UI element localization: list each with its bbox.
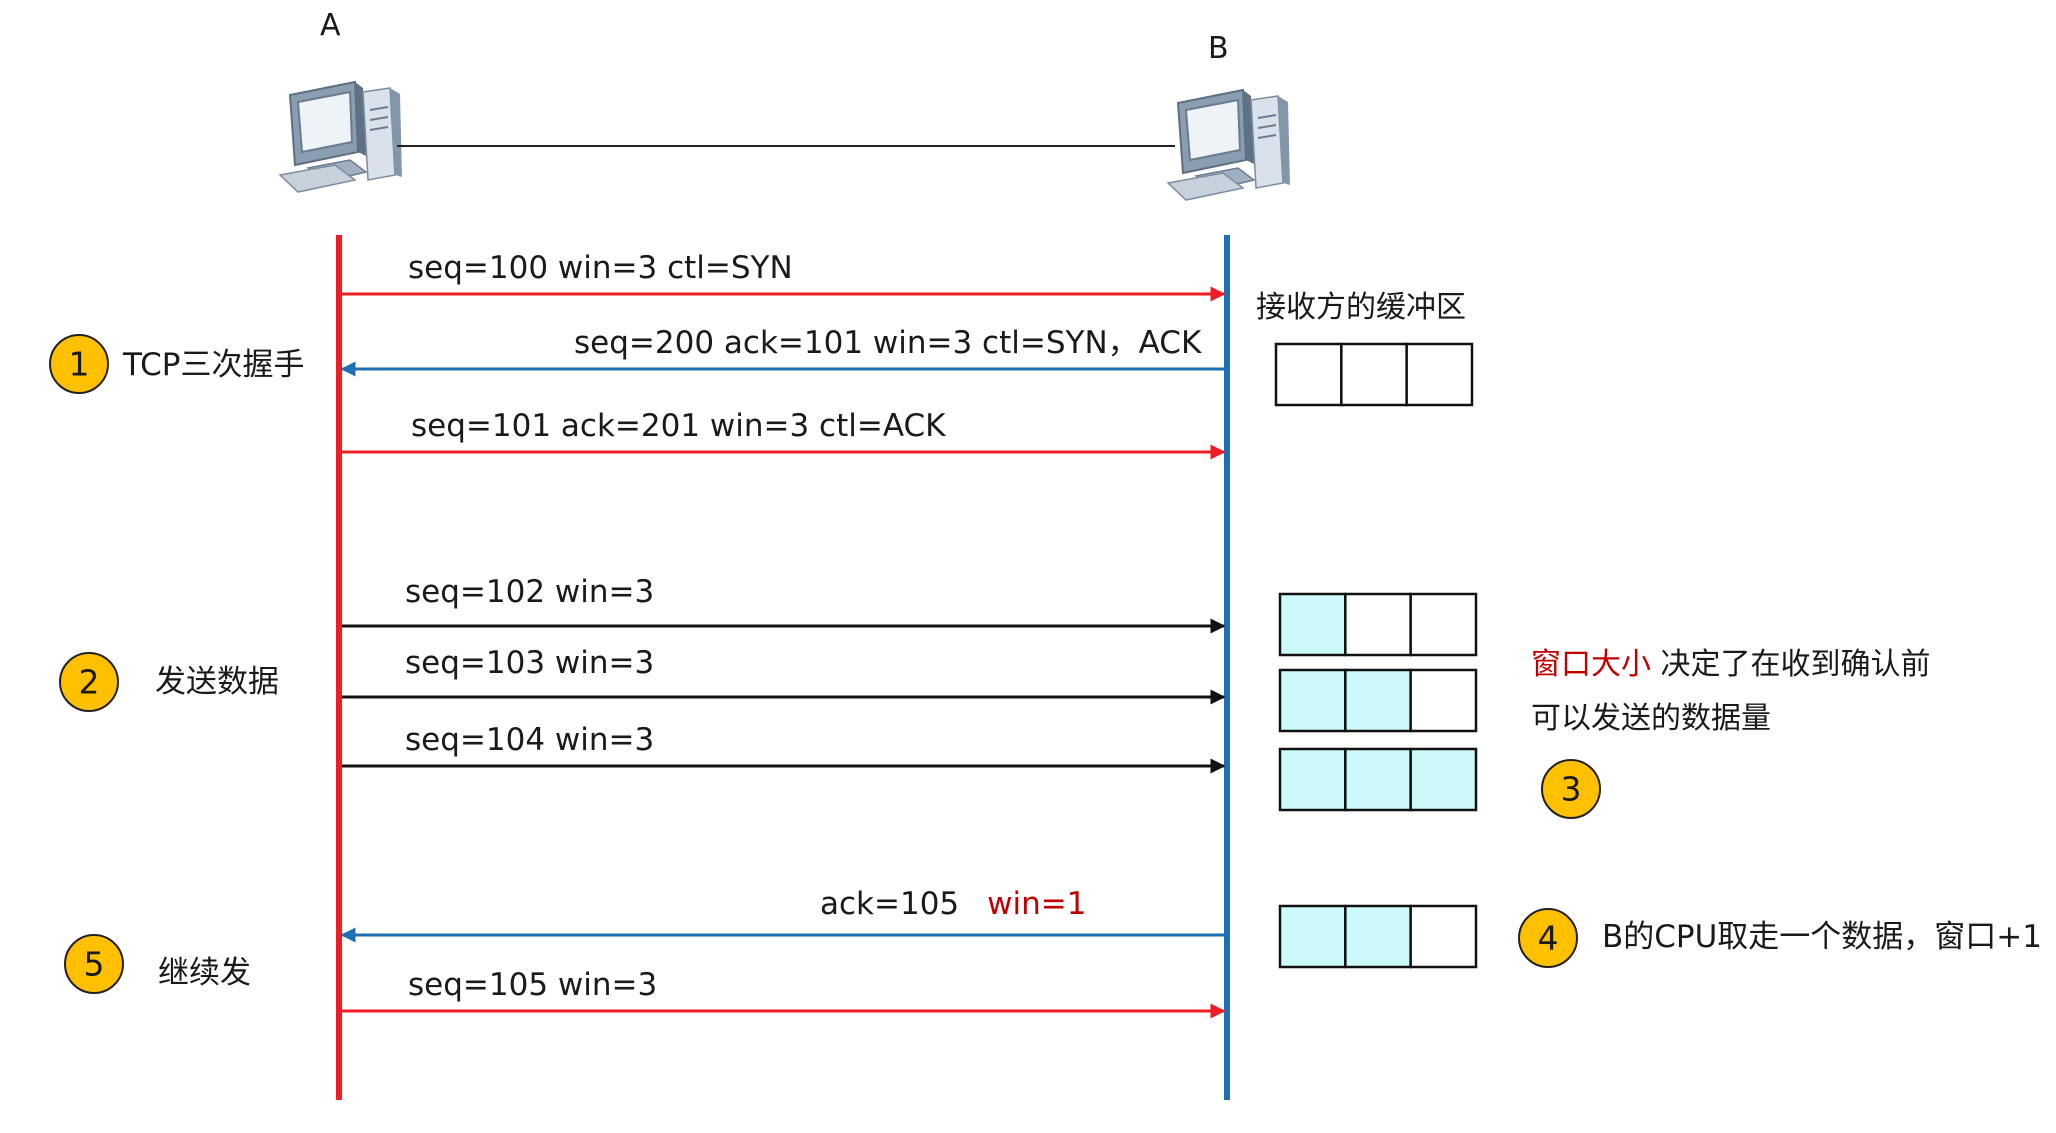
window-note-line1: 窗口大小 决定了在收到确认前 — [1531, 647, 1931, 682]
buffer-cell-empty — [1409, 592, 1478, 657]
buffer-cell-empty — [1274, 342, 1343, 407]
step-3-badge: 3 — [1541, 759, 1601, 819]
window-note-highlight: 窗口大小 — [1531, 647, 1651, 682]
step-1-number: 1 — [69, 345, 90, 384]
buffer-cell-filled — [1344, 668, 1412, 733]
message-data-103: seq=103 win=3 — [405, 645, 654, 681]
step-5-badge: 5 — [64, 934, 124, 994]
step-2-label: 发送数据 — [155, 664, 279, 700]
ack-105-window: win=1 — [987, 886, 1086, 922]
window-note-rest: 决定了在收到确认前 — [1651, 647, 1931, 682]
message-data-105: seq=105 win=3 — [408, 967, 657, 1003]
buffer-cell-filled — [1278, 747, 1347, 812]
buffer-after-102 — [1278, 592, 1478, 657]
step-5-number: 5 — [84, 945, 105, 984]
buffer-cell-filled — [1278, 904, 1347, 969]
buffer-cell-filled — [1344, 904, 1412, 969]
message-syn: seq=100 win=3 ctl=SYN — [408, 250, 793, 286]
buffer-cell-empty — [1409, 668, 1478, 733]
buffer-title: 接收方的缓冲区 — [1256, 290, 1466, 325]
message-ack: seq=101 ack=201 win=3 ctl=ACK — [411, 408, 946, 444]
buffer-after-cpu — [1278, 904, 1478, 969]
step-1-badge: 1 — [49, 334, 109, 394]
buffer-after-103 — [1278, 668, 1478, 733]
step-3-number: 3 — [1561, 770, 1582, 809]
message-ack-105: ack=105 win=1 — [820, 886, 1086, 922]
step-4-badge: 4 — [1518, 908, 1578, 968]
step-4-number: 4 — [1538, 919, 1559, 958]
step-1-label: TCP三次握手 — [122, 347, 304, 383]
message-data-104: seq=104 win=3 — [405, 722, 654, 758]
buffer-cell-empty — [1340, 342, 1408, 407]
step-5-label: 继续发 — [158, 955, 251, 991]
message-syn-ack: seq=200 ack=101 win=3 ctl=SYN，ACK — [574, 325, 1202, 361]
step-2-number: 2 — [79, 663, 100, 702]
host-b-label: B — [1208, 31, 1229, 66]
host-a-computer-icon — [278, 80, 402, 193]
host-a-label: A — [320, 8, 341, 43]
step-2-badge: 2 — [59, 652, 119, 712]
buffer-cell-empty — [1344, 592, 1412, 657]
buffer-cell-filled — [1409, 747, 1478, 812]
ack-105-value: ack=105 — [820, 886, 959, 922]
buffer-cell-empty — [1405, 342, 1474, 407]
host-b-computer-icon — [1166, 88, 1290, 201]
buffer-cell-empty — [1409, 904, 1478, 969]
buffer-initial — [1274, 342, 1474, 407]
step-4-label: B的CPU取走一个数据，窗口+1 — [1602, 919, 2042, 955]
buffer-cell-filled — [1278, 592, 1347, 657]
buffer-cell-filled — [1278, 668, 1347, 733]
buffer-after-104 — [1278, 747, 1478, 812]
window-note-line2: 可以发送的数据量 — [1531, 701, 1771, 736]
buffer-cell-filled — [1344, 747, 1412, 812]
message-data-102: seq=102 win=3 — [405, 574, 654, 610]
